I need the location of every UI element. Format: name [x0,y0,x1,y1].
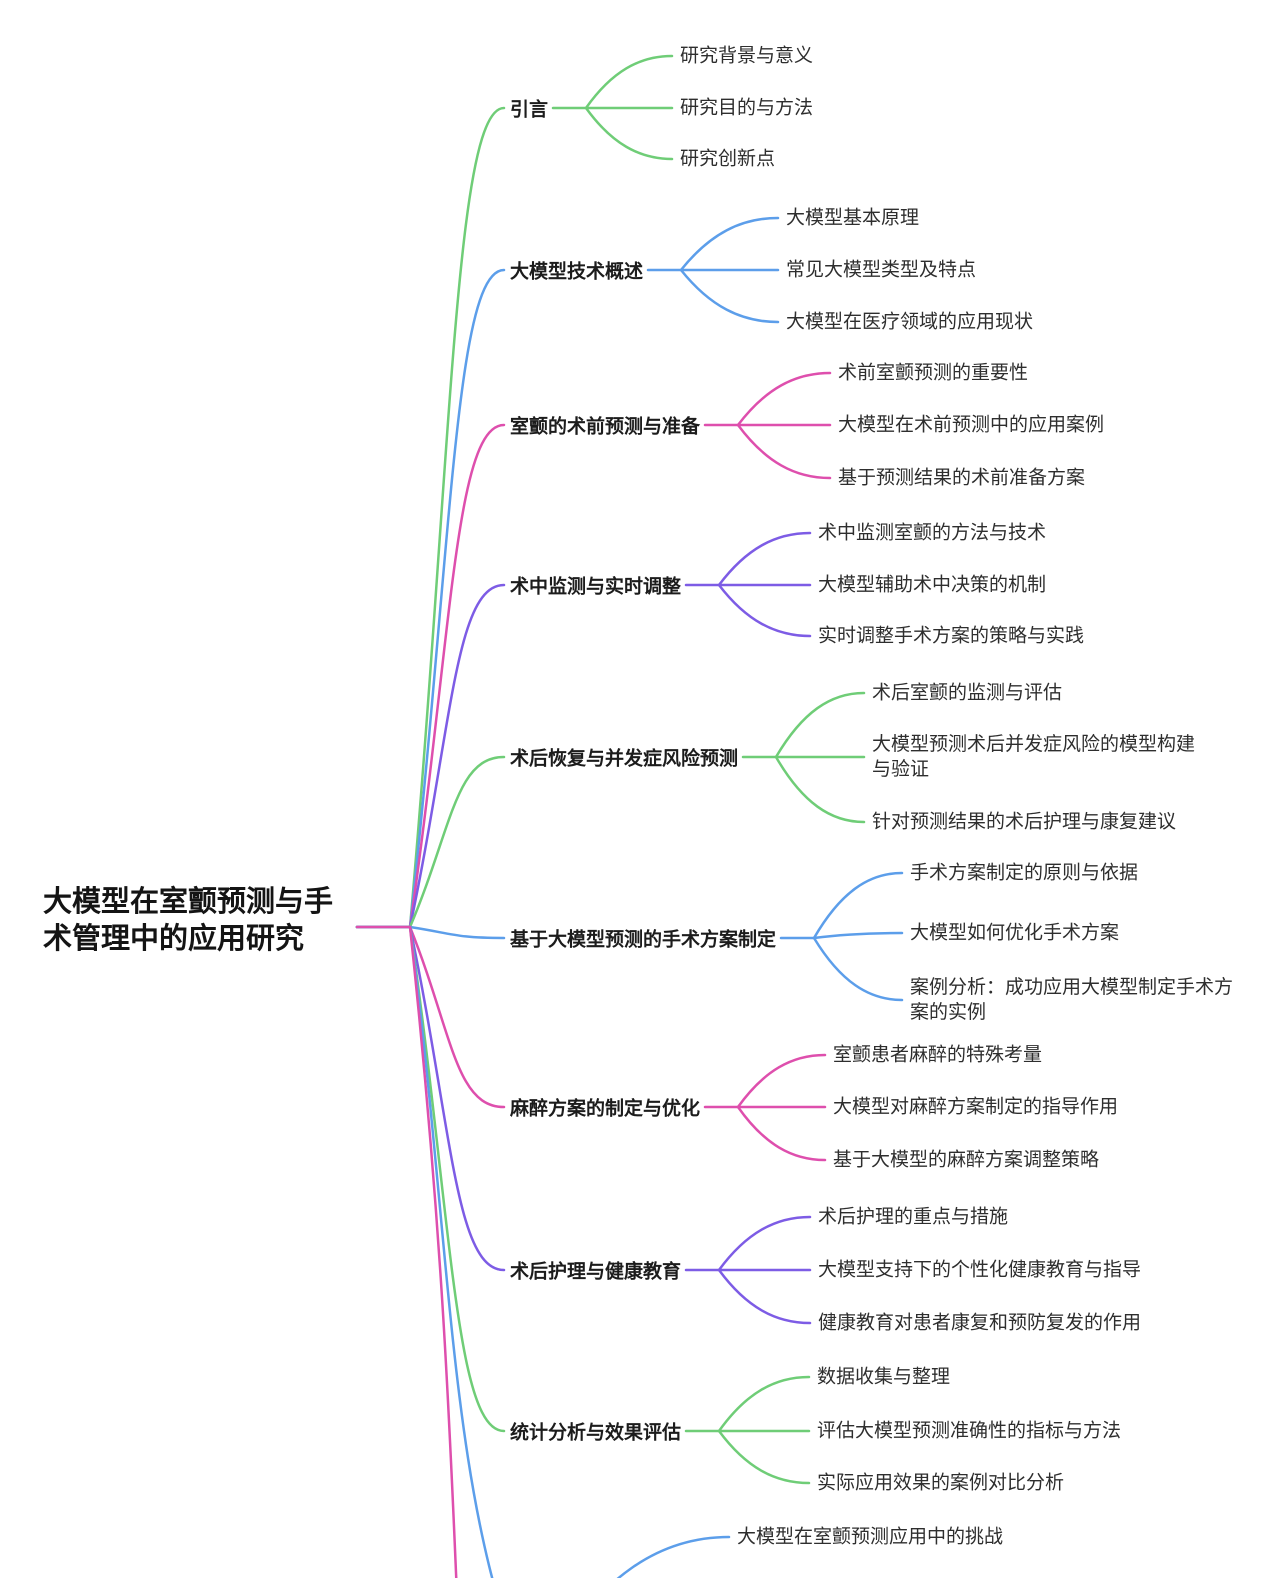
child-node[interactable]: 健康教育对患者康复和预防复发的作用 [818,1312,1142,1334]
child-node[interactable]: 术后护理的重点与措施 [818,1206,1009,1228]
child-node[interactable]: 术中监测室颤的方法与技术 [818,522,1047,544]
child-node[interactable]: 研究创新点 [680,148,776,170]
child-node[interactable]: 数据收集与整理 [817,1366,951,1388]
child-node[interactable]: 实时调整手术方案的策略与实践 [818,625,1085,647]
child-node[interactable]: 大模型辅助术中决策的机制 [818,574,1047,596]
branch-node[interactable]: 引言 [510,99,549,121]
link-curve [355,106,506,929]
child-node[interactable]: 研究背景与意义 [680,45,814,67]
child-node[interactable]: 大模型基本原理 [786,207,920,229]
link-curve [355,925,506,1272]
link-curve [774,691,866,759]
link-curve [774,755,866,824]
branch-node[interactable]: 麻醉方案的制定与优化 [510,1098,701,1120]
link-curve [812,931,904,940]
child-node[interactable]: 基于预测结果的术前准备方案 [838,467,1086,489]
link-curve [355,423,506,929]
branch-node[interactable]: 术后护理与健康教育 [510,1261,682,1283]
link-curve [736,1053,827,1109]
link-curve [717,1215,812,1272]
root-node[interactable]: 大模型在室颤预测与手术管理中的应用研究 [43,886,334,955]
link-curve [736,423,832,480]
link-curve [616,1535,731,1578]
child-node[interactable]: 案例分析：成功应用大模型制定手术方案的实例 [910,977,1234,1023]
link-curve [717,531,812,587]
link-curve [355,925,458,1578]
branch-node[interactable]: 术后恢复与并发症风险预测 [510,748,739,770]
branch-node[interactable]: 统计分析与效果评估 [510,1422,682,1444]
link-curve [679,268,780,324]
child-node[interactable]: 大模型预测术后并发症风险的模型构建与验证 [872,734,1196,780]
child-node[interactable]: 研究目的与方法 [680,97,814,119]
link-curve [717,583,812,638]
child-node[interactable]: 实际应用效果的案例对比分析 [817,1472,1065,1494]
child-node[interactable]: 基于大模型的麻醉方案调整策略 [833,1149,1100,1171]
child-node[interactable]: 术后室颤的监测与评估 [872,682,1063,704]
child-node[interactable]: 大模型对麻醉方案制定的指导作用 [833,1096,1119,1118]
link-curve [679,216,780,272]
link-curve [355,925,494,1578]
link-curve [584,54,674,110]
branch-node[interactable]: 基于大模型预测的手术方案制定 [510,929,777,951]
link-curve [736,1105,827,1162]
child-node[interactable]: 室颤患者麻醉的特殊考量 [833,1044,1043,1066]
link-curve [355,925,506,940]
link-curve [355,268,506,929]
link-curve [355,583,506,929]
branch-node[interactable]: 术中监测与实时调整 [510,576,682,598]
child-node[interactable]: 手术方案制定的原则与依据 [910,862,1139,884]
link-curve [584,106,674,161]
child-node[interactable]: 常见大模型类型及特点 [786,259,977,281]
link-curve [355,925,506,1109]
child-node[interactable]: 术前室颤预测的重要性 [838,362,1029,384]
link-curve [717,1268,812,1325]
link-curve [717,1429,811,1485]
link-curve [812,871,904,940]
child-node[interactable]: 针对预测结果的术后护理与康复建议 [872,811,1177,833]
link-curve [717,1375,811,1433]
branch-node[interactable]: 大模型技术概述 [510,261,644,283]
link-curve [355,925,506,1433]
child-node[interactable]: 大模型在术前预测中的应用案例 [838,414,1105,436]
child-node[interactable]: 大模型如何优化手术方案 [910,922,1120,944]
link-curve [736,371,832,427]
child-node[interactable]: 大模型在医疗领域的应用现状 [786,311,1034,333]
link-curve [355,755,506,929]
child-node[interactable]: 大模型支持下的个性化健康教育与指导 [818,1259,1142,1281]
child-node[interactable]: 大模型在室颤预测应用中的挑战 [737,1526,1004,1548]
child-node[interactable]: 评估大模型预测准确性的指标与方法 [817,1420,1122,1442]
link-curve [812,936,904,1002]
branch-node[interactable]: 室颤的术前预测与准备 [510,416,701,438]
